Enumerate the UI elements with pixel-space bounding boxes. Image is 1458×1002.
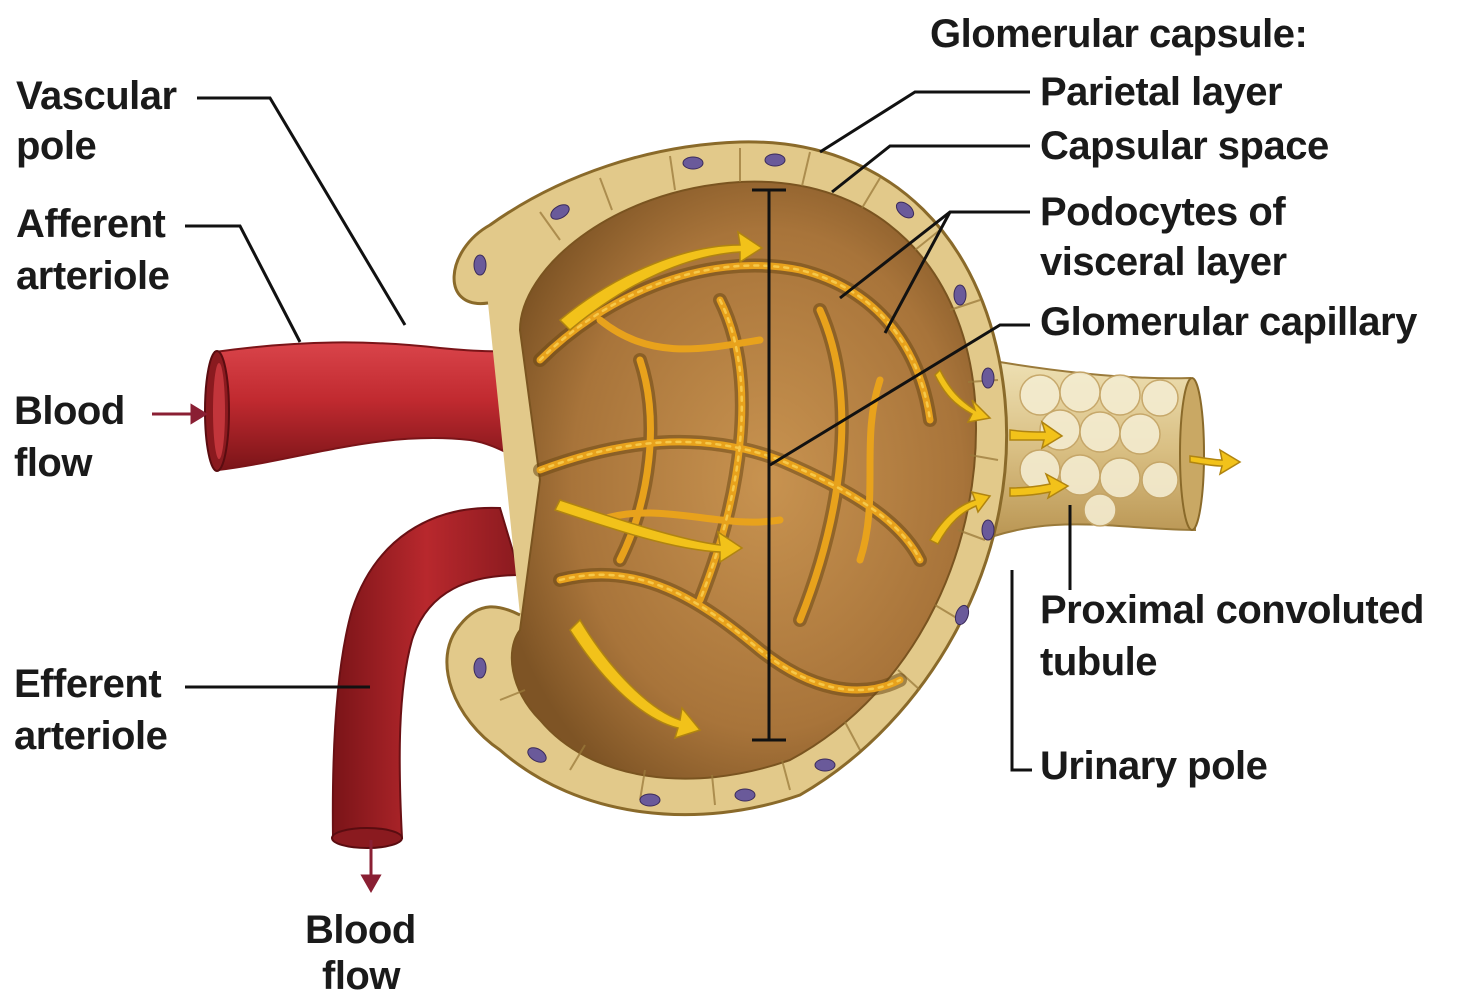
label-efferent-line2: arteriole bbox=[14, 710, 167, 762]
label-afferent-line2: arteriole bbox=[16, 250, 169, 302]
label-afferent-line1: Afferent bbox=[16, 198, 165, 250]
label-urinary-pole: Urinary pole bbox=[1040, 740, 1267, 792]
label-proximal-line2: tubule bbox=[1040, 636, 1157, 688]
label-vascular-pole-line1: Vascular bbox=[16, 70, 177, 122]
glomerular-capsule bbox=[447, 142, 1007, 815]
label-podocytes-line1: Podocytes of bbox=[1040, 186, 1285, 238]
label-efferent-line1: Efferent bbox=[14, 658, 161, 710]
label-podocytes-line2: visceral layer bbox=[1040, 236, 1287, 288]
label-capsular-space: Capsular space bbox=[1040, 120, 1329, 172]
label-vascular-pole-line2: pole bbox=[16, 120, 96, 172]
label-glomerular-capillary: Glomerular capillary bbox=[1040, 296, 1417, 348]
label-glomerular-capsule: Glomerular capsule: bbox=[930, 8, 1307, 60]
label-proximal-line1: Proximal convoluted bbox=[1040, 584, 1424, 636]
label-blood-flow-in-line1: Blood bbox=[14, 385, 125, 437]
label-blood-flow-out-line1: Blood bbox=[305, 904, 416, 956]
label-blood-flow-out-line2: flow bbox=[322, 950, 400, 1002]
label-blood-flow-in-line2: flow bbox=[14, 437, 92, 489]
label-parietal-layer: Parietal layer bbox=[1040, 66, 1282, 118]
